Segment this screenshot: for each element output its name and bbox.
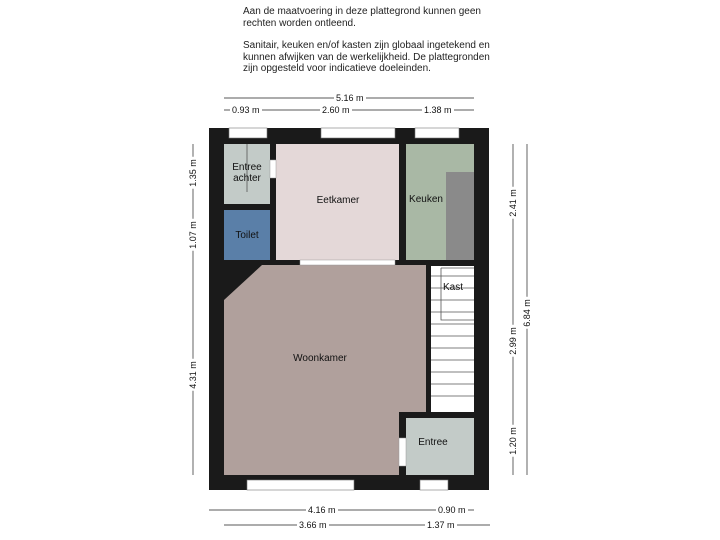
- disclaimer-paragraph-2: Sanitair, keuken en/of kasten zijn globa…: [243, 40, 490, 74]
- dim-right-c: 1.20 m: [507, 425, 518, 457]
- dim-left-a: 1.35 m: [187, 157, 198, 189]
- room-label-entree: Entree: [418, 437, 448, 448]
- room-entree-fill: [406, 418, 474, 475]
- dim-right-a: 2.41 m: [507, 187, 518, 219]
- room-woonkamer-fill: [224, 265, 426, 475]
- dim-bottom-b: 0.90 m: [436, 505, 468, 515]
- room-label-eetkamer: Eetkamer: [316, 195, 360, 206]
- room-label-keuken: Keuken: [409, 194, 443, 205]
- dim-right-total: 6.84 m: [521, 297, 532, 329]
- disclaimer-text: Aan de maatvoering in deze plattegrond k…: [243, 6, 503, 86]
- door-entree-achter: [269, 159, 277, 179]
- room-eetkamer-fill: [276, 144, 399, 260]
- dim-bottom-c: 3.66 m: [297, 520, 329, 530]
- room-label-entree-achter: Entree achter: [232, 162, 262, 184]
- dim-top-c: 1.38 m: [422, 105, 454, 115]
- keuken-counter: [446, 172, 474, 260]
- door-eetkamer-woonkamer: [299, 259, 396, 266]
- dim-left-b: 1.07 m: [187, 219, 198, 251]
- dim-top-total: 5.16 m: [334, 93, 366, 103]
- room-toilet-fill: [224, 210, 270, 260]
- window-woonkamer: [246, 479, 355, 491]
- dim-bottom-a: 4.16 m: [306, 505, 338, 515]
- room-label-toilet: Toilet: [235, 230, 259, 241]
- dim-top-a: 0.93 m: [230, 105, 262, 115]
- dim-left-c: 4.31 m: [187, 359, 198, 391]
- dim-right-b: 2.99 m: [507, 325, 518, 357]
- window-entree: [419, 479, 449, 491]
- room-label-woonkamer: Woonkamer: [293, 353, 347, 364]
- window-entree-achter: [228, 127, 268, 139]
- staircase: [431, 266, 474, 412]
- disclaimer-paragraph-1: Aan de maatvoering in deze plattegrond k…: [243, 6, 481, 29]
- window-eetkamer: [320, 127, 396, 139]
- dim-top-b: 2.60 m: [320, 105, 352, 115]
- window-keuken: [414, 127, 460, 139]
- room-label-kast: Kast: [442, 282, 463, 293]
- dim-bottom-d: 1.37 m: [425, 520, 457, 530]
- door-entree: [398, 437, 407, 467]
